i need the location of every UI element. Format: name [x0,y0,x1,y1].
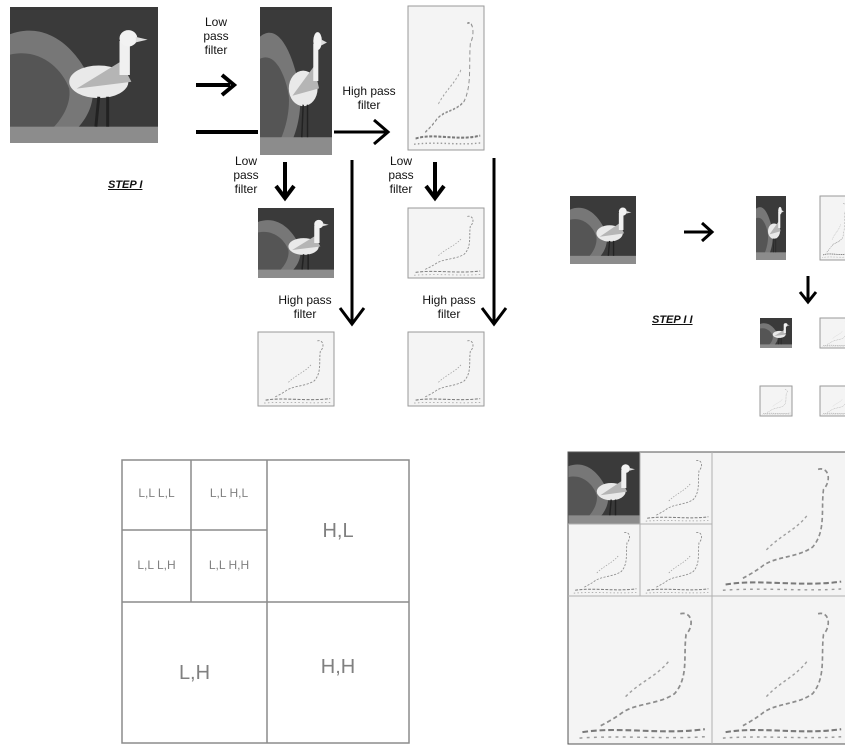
arrow-down-left-short [274,162,296,202]
hl-image [407,207,485,279]
decomposed-image [567,451,845,745]
arrow-down-right-short [424,162,446,202]
original-image [10,7,158,143]
grid-label-ll-lh: L,L L,H [137,558,176,572]
step2-arrow-down [798,276,818,305]
grid-label-hl: H,L [322,520,354,542]
arrow-down-left-long [338,160,366,327]
grid-label-ll-ll: L,L L,L [138,486,175,500]
ll-image [258,208,334,278]
step2-hh-image [819,385,845,417]
hh-image [407,331,485,407]
lh-image [257,331,335,407]
subband-grid [121,459,410,744]
arrow-down-right-long [480,158,508,327]
grid-label-ll-hh: L,L H,H [208,558,250,572]
arrow-lowpass-top [196,73,238,97]
step1-label: STEP I [108,179,143,191]
arrow-highpass-top [334,118,391,146]
step2-source-image [570,196,636,264]
label-lowpass-left: Low pass filter [233,154,259,196]
label-lowpass-right: Low pass filter [388,154,414,196]
step2-hl-image [819,317,845,349]
grid-label-ll-hl: L,L H,L [209,486,249,500]
grid-label-lh: L,H [178,662,211,684]
step2-high-image [819,195,845,261]
grid-label-hh: H,H [320,656,356,678]
highpass-image [407,5,485,151]
step2-lh-image [759,385,793,417]
lowpass-image [260,7,332,155]
step2-arrow-right [684,221,715,243]
step2-low-image [756,196,786,260]
label-lowpass-top: Low pass filter [203,15,229,57]
label-highpass-top: High pass filter [342,84,396,112]
label-highpass-bottom-right: High pass filter [422,293,476,321]
step2-label: STEP I I [652,314,693,326]
label-highpass-bottom-left: High pass filter [278,293,332,321]
step2-ll-image [760,318,792,348]
